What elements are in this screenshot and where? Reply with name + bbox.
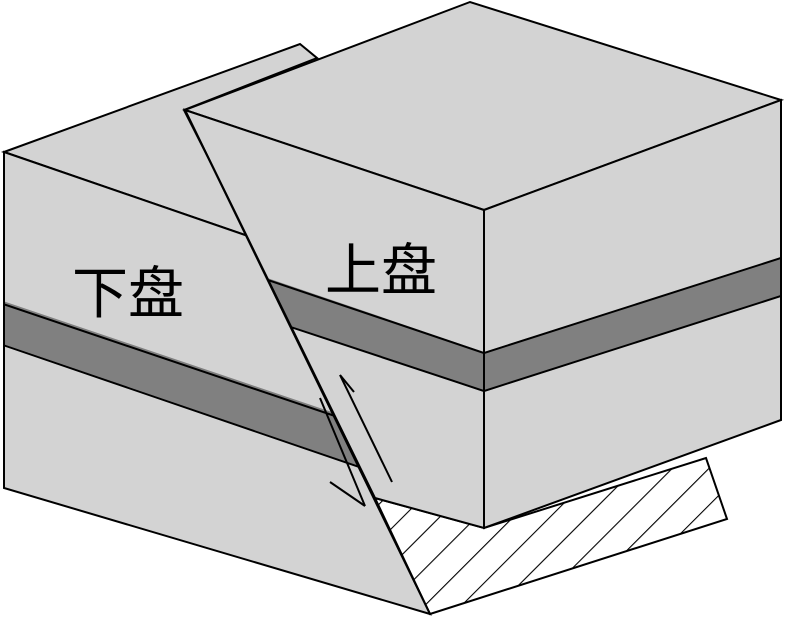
hanging-wall-label: 上盘 [325,239,437,304]
footwall-label: 下盘 [72,262,184,327]
